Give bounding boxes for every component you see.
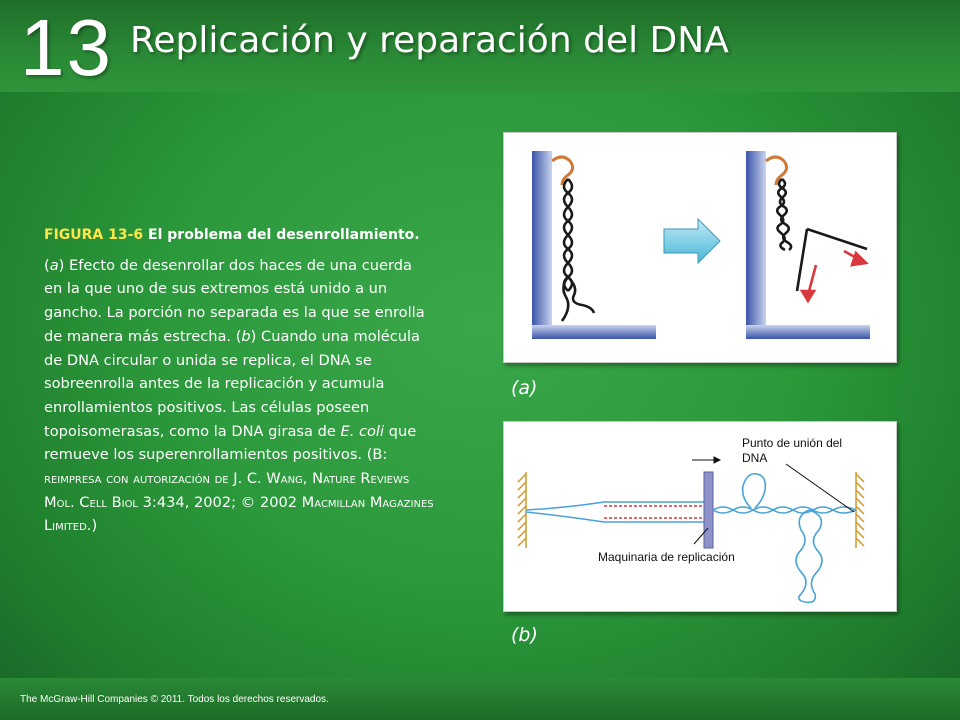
caption-body: (a) Efecto de desenrollar dos haces de u… — [44, 256, 434, 535]
replication-machinery-label: Maquinaria de replicación — [598, 550, 735, 564]
replicated-strands — [525, 501, 704, 523]
wall-left — [532, 151, 656, 339]
caption-text-b2: que remueve los superenrollamientos posi… — [44, 422, 417, 464]
copyright-text: The McGraw-Hill Companies © 2011. Todos … — [20, 694, 329, 705]
figure-title: El problema del desenrollamiento. — [148, 227, 420, 243]
replication-machinery — [703, 471, 714, 549]
figure-panel-a — [503, 132, 897, 363]
caption-organism: E. coli — [340, 422, 385, 440]
hook-icon — [765, 155, 789, 186]
junction-label: Punto de unión del DNA — [742, 436, 843, 465]
dna-supercoiling-diagram — [517, 456, 865, 604]
caption-letter-b: b — [241, 327, 251, 345]
figure-panel-b: Punto de unión del DNA Maquinaria de rep… — [503, 421, 897, 612]
title-bar: 13 Replicación y reparación del DNA — [0, 0, 960, 92]
rope-unwinding-diagram — [532, 151, 870, 339]
anchor-wall-left — [517, 472, 527, 548]
caption-text-b1: ) Cuando una molécula de DNA circular o … — [44, 327, 420, 440]
parental-duplex — [712, 506, 857, 514]
panel-label-a: (a) — [511, 377, 538, 399]
rotation-arrows — [799, 249, 869, 304]
twisted-rope-right — [775, 178, 868, 292]
chapter-number: 13 — [20, 3, 113, 92]
supercoil-loop — [741, 472, 767, 509]
panel-label-b: (b) — [511, 624, 538, 646]
plectonemic-supercoil — [795, 509, 823, 604]
anchor-wall-right — [855, 472, 865, 548]
caption-heading: FIGURA 13-6 El problema del desenrollami… — [44, 224, 434, 248]
hook-icon — [551, 155, 575, 186]
caption-credit: B: reimpresa con autorización de J. C. W… — [44, 446, 434, 535]
twisted-rope-left — [560, 178, 596, 322]
wall-right — [746, 151, 870, 339]
footer: The McGraw-Hill Companies © 2011. Todos … — [0, 678, 960, 720]
caption-letter-a: a — [49, 256, 59, 274]
figure-label: FIGURA 13-6 — [44, 227, 144, 243]
annotation-lines — [692, 456, 855, 545]
page-title: Replicación y reparación del DNA — [130, 20, 729, 61]
figure-caption: FIGURA 13-6 El problema del desenrollami… — [44, 224, 434, 538]
caption-credit-close: ) — [91, 517, 98, 535]
caption-text-a: Efecto de desenrollar dos haces de una c… — [44, 256, 425, 345]
right-arrow-icon — [663, 217, 721, 265]
